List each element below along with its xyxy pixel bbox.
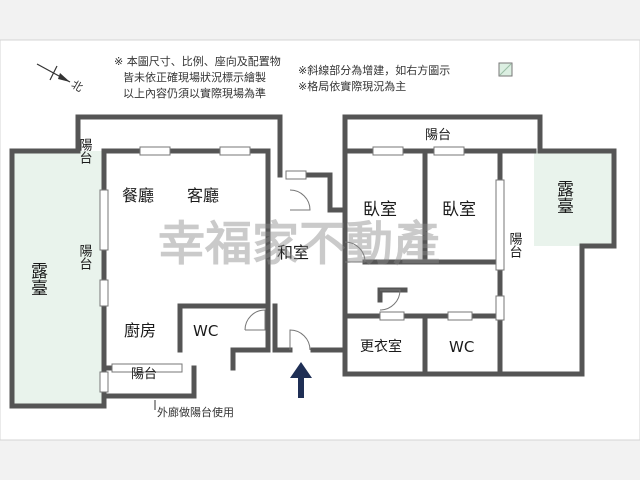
- terrace-right-fill: [534, 151, 614, 246]
- watermark-text: 幸福家不動產: [158, 217, 440, 272]
- windows: [99, 146, 505, 393]
- label-walkin-closet: 更衣室: [360, 338, 402, 355]
- note-left-line-2: 皆未依正確現場狀況標示繪製: [123, 70, 266, 84]
- label-kitchen: 廚房: [124, 321, 156, 340]
- doors: [244, 189, 401, 351]
- label-balcony-bottom: 陽台: [131, 367, 157, 382]
- label-terrace-left: 露臺: [27, 262, 48, 296]
- legend-hatch: [499, 63, 512, 76]
- notes-left: ※ 本圖尺寸、比例、座向及配置物 皆未依正確現場狀況標示繪製 以上內容仍須以實際…: [114, 54, 281, 100]
- label-living: 客廳: [187, 186, 219, 205]
- compass-tick: [49, 65, 58, 81]
- label-washitsu: 和室: [277, 243, 309, 262]
- corridor-note: 外廊做陽台使用: [157, 405, 234, 419]
- label-balcony-right: 陽台: [507, 232, 522, 258]
- note-left-line-1: ※ 本圖尺寸、比例、座向及配置物: [114, 54, 281, 68]
- note-right-line-2: ※格局依實際現況為主: [298, 79, 406, 93]
- corridor-callout: 外廊做陽台使用: [154, 400, 234, 419]
- label-bedroom-1: 臥室: [363, 200, 397, 220]
- label-dining: 餐廳: [122, 186, 154, 205]
- note-right-line-1: ※斜線部分為增建，如右方圖示: [298, 63, 450, 77]
- label-wc-right: WC: [449, 338, 474, 356]
- label-balcony-top-left-1: 陽台: [77, 138, 92, 164]
- note-left-line-3: 以上內容仍須以實際現場為準: [123, 86, 266, 100]
- compass-arrow-icon: [58, 73, 70, 82]
- label-balcony-top-right: 陽台: [425, 128, 451, 143]
- label-wc-left: WC: [193, 322, 218, 340]
- notes-right: ※斜線部分為增建，如右方圖示 ※格局依實際現況為主: [298, 62, 513, 93]
- terrace-left-fill: [12, 151, 104, 406]
- entrance-arrow-icon: [290, 362, 312, 398]
- label-terrace-right: 露臺: [553, 180, 574, 214]
- label-balcony-left: 陽台: [77, 244, 92, 270]
- label-bedroom-2: 臥室: [442, 200, 476, 220]
